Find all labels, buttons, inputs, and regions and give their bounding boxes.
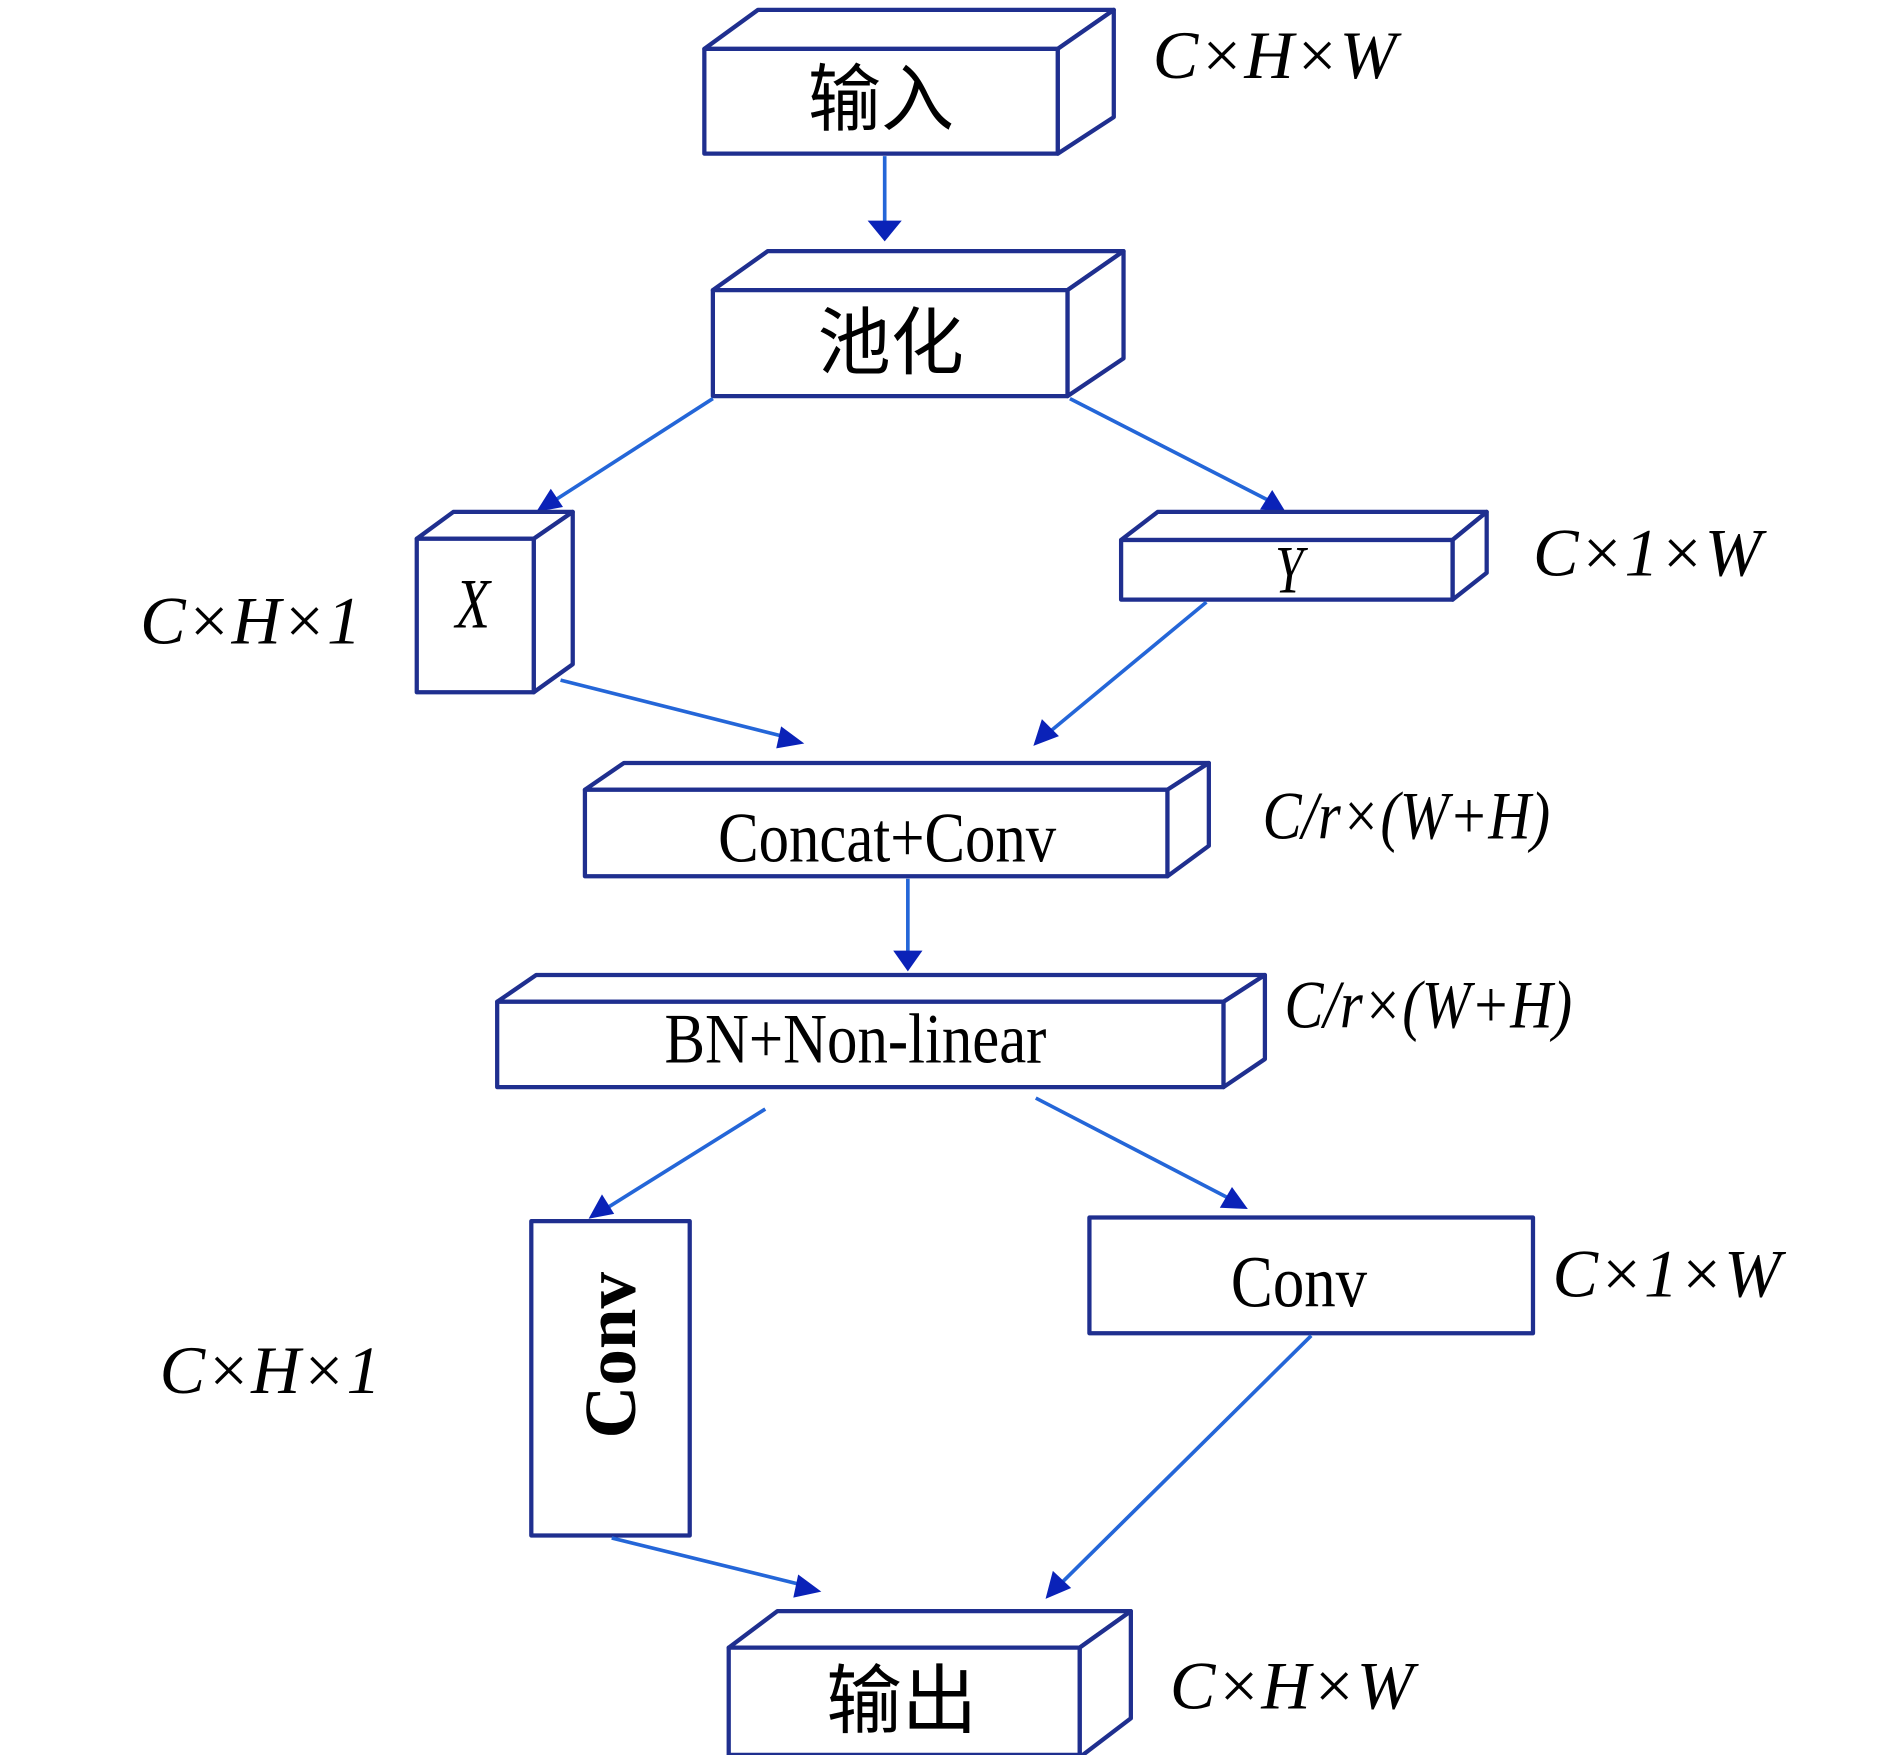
node-conv-h: Conv [529, 1219, 692, 1538]
node-conv-w: Conv [1087, 1215, 1536, 1336]
dims-concat: C/r×(W+H) [1262, 777, 1550, 853]
arrow-conv-h-to-output [611, 1536, 822, 1598]
dims-bn: C/r×(W+H) [1284, 966, 1572, 1042]
node-output-label: 输出 [826, 1661, 977, 1744]
arrow-head [776, 726, 805, 749]
arrow-input-to-pool [867, 156, 902, 242]
node-x-label: X [453, 565, 493, 643]
arrow-head [1219, 1187, 1248, 1209]
arrow-head [1260, 489, 1286, 512]
arrow-y-to-concat [1033, 600, 1208, 746]
dims-output: C×H×W [1170, 1648, 1419, 1724]
arrow-x-to-concat [560, 678, 805, 749]
node-output: 输出 [726, 1608, 1133, 1755]
dims-input: C×H×W [1153, 17, 1402, 93]
dims-x: C×H×1 [140, 583, 361, 659]
node-y: Y [1118, 509, 1489, 608]
arrow-bn-to-conv-w [1034, 1096, 1248, 1209]
arrow-head [588, 1194, 615, 1219]
node-conv-h-label: Conv [570, 1271, 651, 1438]
node-conv-w-label: Conv [1231, 1241, 1368, 1322]
arrow-pool-to-x [536, 397, 714, 512]
arrow-conv-w-to-output [1045, 1334, 1313, 1599]
arrow-pool-to-y [1069, 396, 1286, 512]
dims-conv-w: C×1×W [1552, 1236, 1786, 1312]
node-pool: 池化 [710, 249, 1126, 399]
node-x: X [414, 509, 575, 695]
dims-conv-h: C×H×1 [160, 1332, 381, 1408]
dims-y: C×1×W [1533, 514, 1767, 590]
arrow-head [893, 950, 923, 972]
node-bn-nonlinear: BN+Non-linear [495, 972, 1268, 1090]
node-concat-label: Concat+Conv [718, 799, 1056, 877]
arrow-head [536, 488, 563, 512]
arrow-bn-to-conv-h [588, 1107, 767, 1219]
arrow-head [793, 1574, 822, 1598]
arrow-head [1033, 719, 1059, 746]
node-bn-label: BN+Non-linear [664, 1001, 1046, 1079]
arrow-concat-to-bn [893, 878, 923, 972]
arrow-head [1045, 1570, 1072, 1599]
arrow-head [867, 220, 902, 242]
node-concat-conv: Concat+Conv [582, 760, 1211, 879]
node-pool-label: 池化 [818, 303, 964, 384]
node-input: 输入 [702, 7, 1116, 156]
node-y-label: Y [1275, 532, 1308, 608]
node-input-label: 输入 [808, 59, 954, 140]
